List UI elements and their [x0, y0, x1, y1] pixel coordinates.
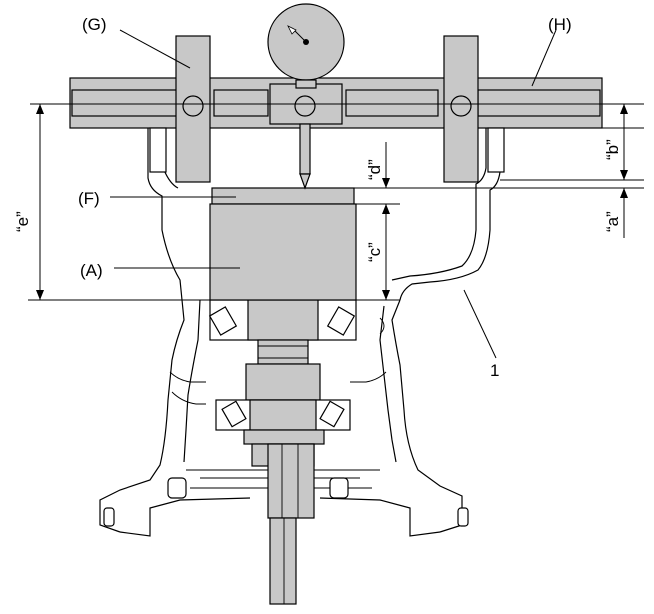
- leader-1: [463, 289, 497, 359]
- post-foot-right: [487, 127, 505, 173]
- label-h: (H): [548, 15, 572, 34]
- block-a: [209, 203, 357, 301]
- block-f: [211, 187, 355, 205]
- label-f: (F): [78, 189, 100, 208]
- leader-g: [119, 29, 191, 69]
- dim-c: “c”: [365, 242, 384, 262]
- dim-d: “d”: [365, 159, 384, 180]
- dial-gauge: [267, 3, 345, 190]
- dimension-lines: [28, 103, 644, 301]
- bridge-bar-h: [69, 77, 603, 129]
- label-g: (G): [82, 15, 107, 34]
- label-part-1: 1: [490, 361, 499, 380]
- clamp-post-g-left: [175, 35, 211, 183]
- dim-e: “e”: [13, 211, 32, 232]
- post-foot-left: [149, 127, 167, 173]
- dim-b: “b”: [603, 139, 622, 160]
- leader-h: [531, 29, 557, 87]
- shaft-assembly: [208, 299, 357, 605]
- label-a: (A): [80, 261, 103, 280]
- dim-a: “a”: [603, 211, 622, 232]
- clamp-post-g-right: [443, 35, 479, 183]
